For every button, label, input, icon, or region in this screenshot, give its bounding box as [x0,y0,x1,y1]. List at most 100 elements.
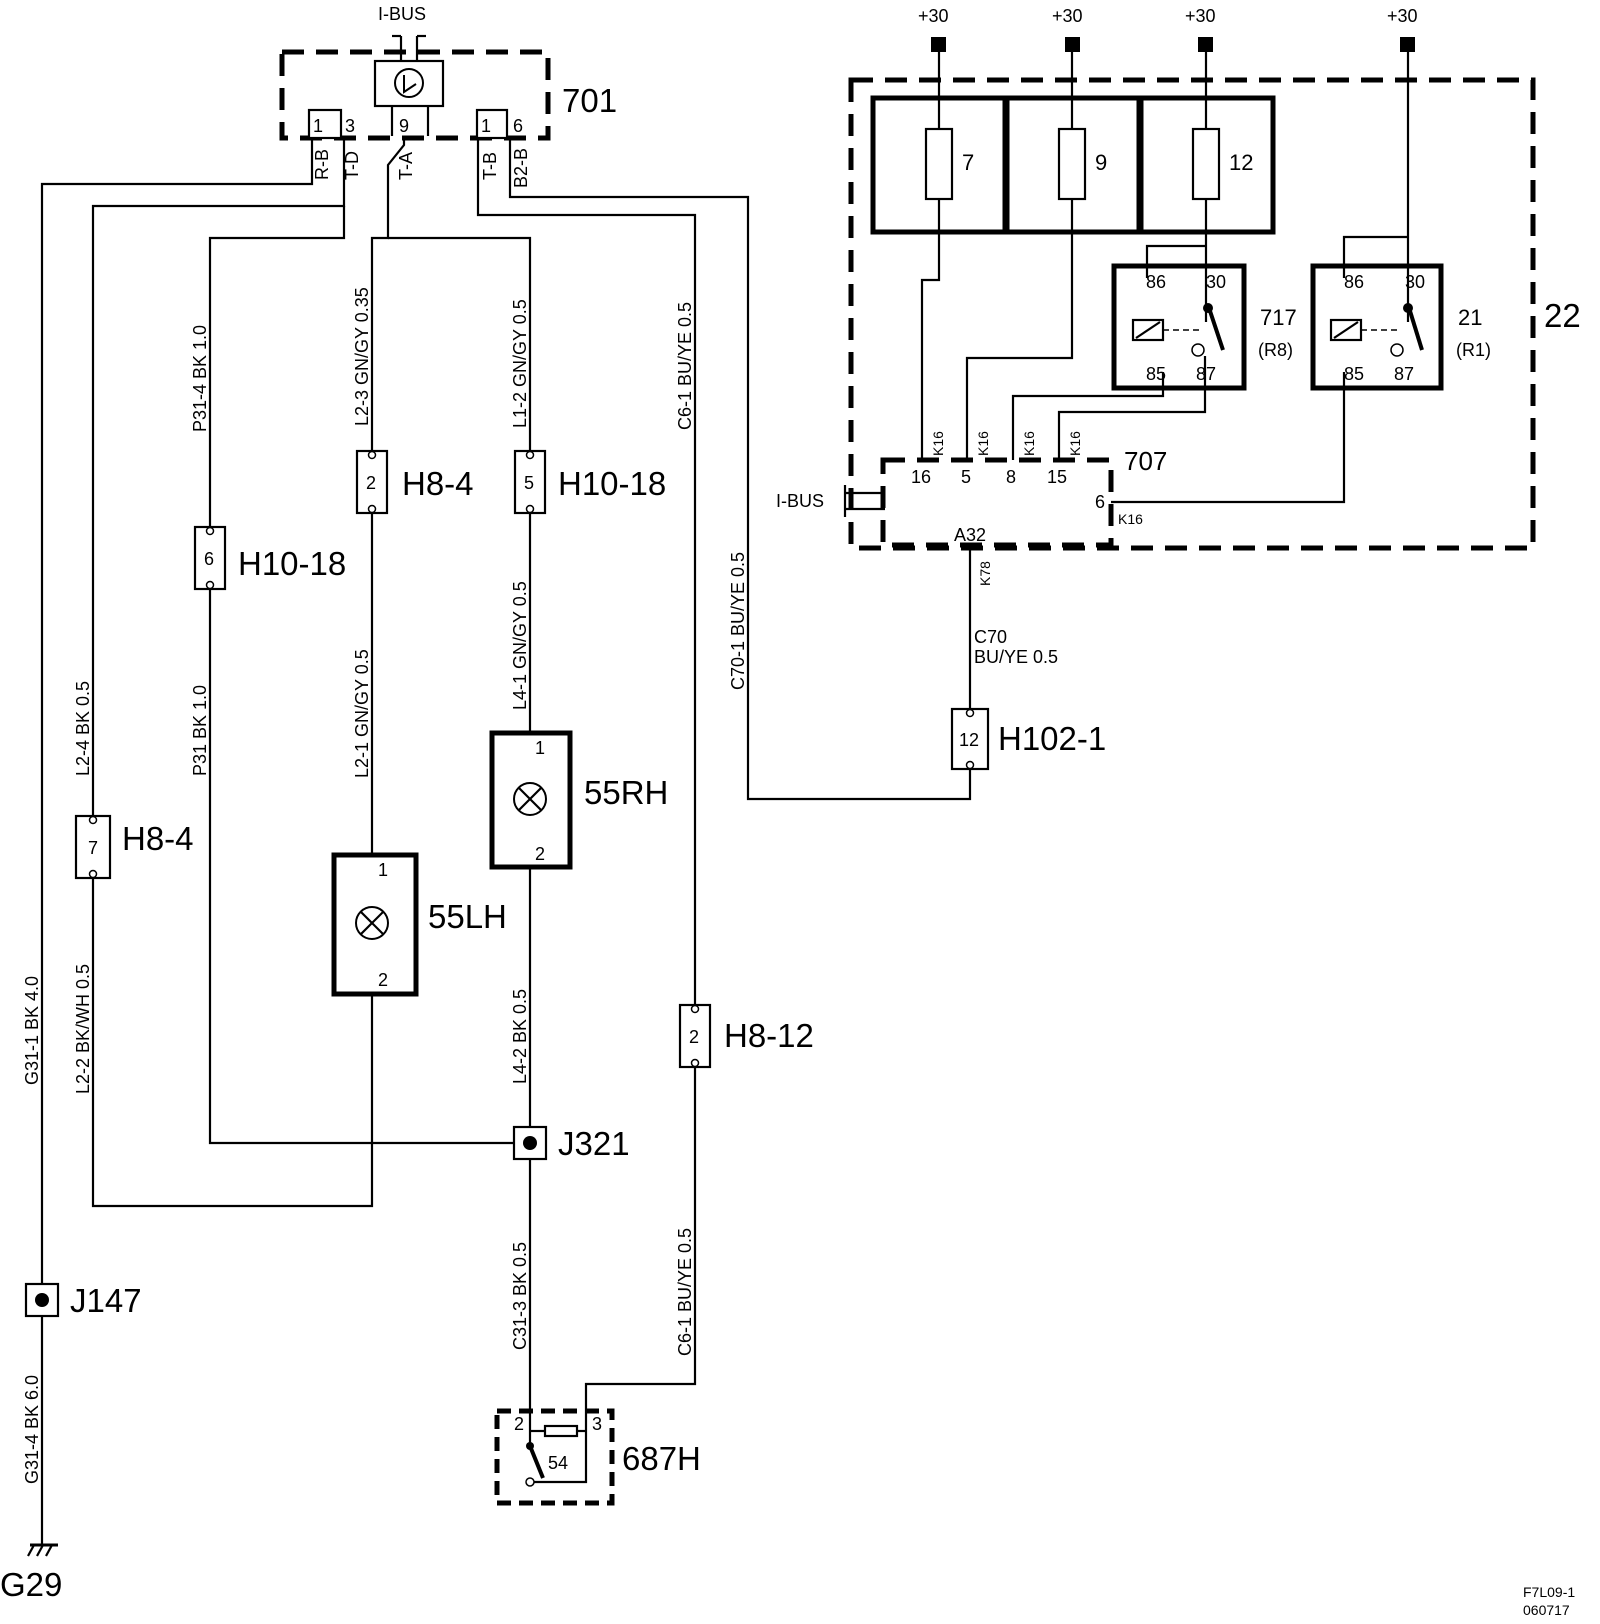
terminal-30-b [1065,37,1080,52]
pin-dot [88,869,98,879]
relay-717-terminal [1191,343,1205,357]
pin-dot [965,760,975,770]
wire-fuse9-k16 [965,200,1074,460]
wire-label-p31-4: P31-4 BK 1.0 [190,325,210,432]
relay-717-pin-30: 30 [1206,272,1226,292]
label-30-b: +30 [1052,6,1083,26]
pin-707-8: 8 [1006,467,1016,487]
fuse-7-label: 7 [962,150,974,175]
switch-687h-outline [494,1408,615,1506]
connector-h10-18-b-pin: 6 [204,549,214,569]
ibus-label-707: I-BUS [776,491,824,511]
wire-label-l2-4: L2-4 BK 0.5 [73,681,93,776]
footer: F7L09-1 060717 [1523,1584,1575,1618]
wire-relay717-85 [1011,372,1165,460]
unit-701-symbol [394,68,424,98]
wire-label-c6-1-top: C6-1 BU/YE 0.5 [675,302,695,430]
code-b2b: B2-B [511,148,531,188]
connector-h8-4-b-label: H8-4 [122,820,194,857]
switch-687h-contact [525,1477,535,1487]
lamp-55rh-pin-2: 2 [535,844,545,864]
wire-label-l2-3: L2-3 GN/GY 0.35 [352,287,372,426]
relay-717-pivot [1203,303,1213,313]
footer-date: 060717 [1523,1602,1570,1618]
fuse-7 [924,127,954,201]
relay-21-pin-85: 85 [1344,364,1364,384]
module-707 [880,457,1114,548]
box-22-label: 22 [1544,297,1581,334]
connector-h8-12 [678,1003,712,1069]
relay-21-pin-86: 86 [1344,272,1364,292]
relay-717-pin-87: 87 [1196,364,1216,384]
relay-21-sub: (R1) [1456,340,1491,360]
wire-relay21-85 [1111,372,1346,504]
relay-717-pin-86: 86 [1146,272,1166,292]
ground-hatch-2 [36,1544,44,1557]
relay-21 [1310,263,1444,391]
lamp-55lh [331,852,419,997]
switch-687h-pin-2: 2 [514,1414,524,1434]
relay-21-terminal [1390,343,1404,357]
splice-j147-label: J147 [70,1282,142,1319]
k16-d: K16 [1067,431,1083,456]
wire-label-l2-1: L2-1 GN/GY 0.5 [352,649,372,778]
switch-687h-blade [528,1445,545,1479]
wire-c70-1 [508,136,972,801]
pin-707-6: 6 [1095,492,1105,512]
pin-dot [690,1004,700,1014]
terminal-30-c [1198,37,1213,52]
connector-h8-12-pin: 2 [689,1027,699,1047]
wire-l1-2 [388,236,532,451]
unit-701-symbol-arrow [403,75,417,94]
pin-dot [690,1058,700,1068]
wire-label-c70-b: BU/YE 0.5 [974,647,1058,667]
label-30-c: +30 [1185,6,1216,26]
fuse-12 [1191,127,1221,201]
relay-717-label: 717 [1260,305,1297,330]
unit-701-label: 701 [562,82,617,119]
pin-707-15: 15 [1047,467,1067,487]
relay-21-pin-30: 30 [1405,272,1425,292]
wire-label-g31-4: G31-4 BK 6.0 [22,1375,42,1484]
pin-dot [205,526,215,536]
lamp-55lh-pin-2: 2 [378,970,388,990]
label-30-d: +30 [1387,6,1418,26]
pin-701-6: 6 [513,116,523,136]
module-707-label: 707 [1124,446,1167,476]
wire-label-c70-1: C70-1 BU/YE 0.5 [728,552,748,690]
connector-h8-4-a-pin: 2 [366,473,376,493]
code-ta: T-A [396,152,416,180]
switch-687h-label: 687H [622,1440,701,1477]
relay-717-contact [1208,310,1225,351]
relay-21-label: 21 [1458,305,1482,330]
wire-label-c70-a: C70 [974,627,1007,647]
wires [40,45,1410,1545]
wire-labels: G31-1 BK 4.0 G31-4 BK 6.0 L2-4 BK 0.5 L2… [22,287,1058,1484]
pin-dot [367,450,377,460]
label-30-a: +30 [918,6,949,26]
wire-label-l4-1: L4-1 GN/GY 0.5 [510,581,530,710]
pin-701-1: 1 [313,116,323,136]
splice-j321-dot [523,1136,537,1150]
switch-687h-resistor [543,1424,579,1438]
k16-c: K16 [1021,431,1037,456]
wire-p31 [208,589,527,1145]
pin-707-16: 16 [911,467,931,487]
wire-relay717-87 [1057,356,1207,460]
switch-687h-return [532,1417,588,1484]
relay-717 [1111,263,1247,391]
supply-terminals: +30 +30 +30 +30 [918,6,1418,52]
connector-h10-18-a-label: H10-18 [558,465,666,502]
pin-701-9: 9 [399,116,409,136]
lamp-55lh-label: 55LH [428,898,507,935]
switch-687h-pin-54: 54 [548,1453,568,1473]
lamp-55rh-pin-1: 1 [535,738,545,758]
pin-dot [525,450,535,460]
code-td: T-D [342,151,362,180]
pin-dot [525,504,535,514]
ground-hatch-3 [45,1544,53,1557]
wire-label-g31-1: G31-1 BK 4.0 [22,976,42,1085]
lamp-55lh-x2 [360,911,384,935]
relay-717-sub: (R8) [1258,340,1293,360]
fuse-12-cell [1138,95,1276,235]
